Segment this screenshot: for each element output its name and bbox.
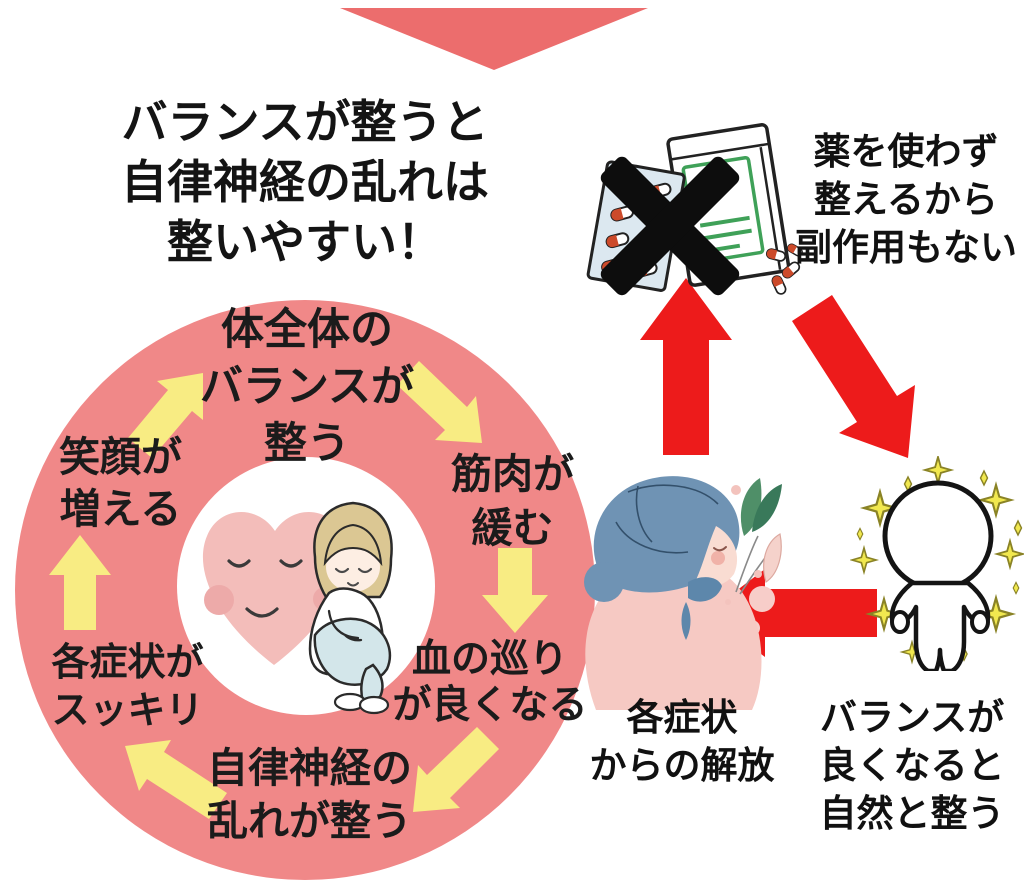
cycle-step-line: 筋肉が <box>451 450 574 498</box>
crossed-out-medicine-icon <box>586 123 805 297</box>
title-line: 自律神経の乱れは <box>121 155 489 209</box>
caption-line: バランスが <box>819 696 1005 739</box>
cycle-step-muscles-relax: 筋肉が 緩む <box>410 447 615 555</box>
note-line: 副作用もない <box>795 226 1017 269</box>
caption-line: からの解放 <box>589 744 775 787</box>
cycle-step-line: が良くなる <box>392 682 588 728</box>
cycle-step-line: 整う <box>264 419 350 469</box>
cycle-step-line: 血の巡り <box>411 636 568 682</box>
cycle-step-line: 乱れが整う <box>207 797 412 845</box>
title-line: バランスが整うと <box>121 95 489 149</box>
caption-line: 各症状 <box>626 696 738 739</box>
cycle-step-line: 体全体の <box>221 305 393 355</box>
note-line: 整えるから <box>814 178 998 221</box>
cycle-step-blood-circulation: 血の巡り が良くなる <box>380 636 600 728</box>
cycle-step-line: 増える <box>59 485 182 533</box>
cycle-step-whole-body-balance: 体全体の バランスが 整う <box>155 302 459 473</box>
red-up-arrow-icon <box>640 278 732 455</box>
cycle-step-line: 各症状が <box>51 639 204 684</box>
natural-balance-label: バランスが 良くなると 自然と整う <box>798 694 1024 838</box>
cycle-step-line: 自律神経の <box>207 744 412 792</box>
cycle-step-line: スッキリ <box>51 687 204 732</box>
no-medicine-x-icon <box>600 156 740 296</box>
heart-face-icon <box>202 512 347 665</box>
suffering-woman-icon <box>584 476 782 710</box>
caption-line: 自然と整う <box>819 792 1005 835</box>
caption-line: 良くなると <box>819 744 1005 787</box>
red-down-right-arrow-icon <box>792 295 915 458</box>
relaxed-woman-with-smiling-heart-icon <box>177 457 435 715</box>
cycle-step-line: 緩む <box>471 504 554 552</box>
note-line: 薬を使わず <box>813 130 999 173</box>
cycle-step-line: バランスが <box>199 362 415 412</box>
sitting-woman-icon <box>308 501 393 715</box>
title-line: 整いやすい！ <box>167 215 443 269</box>
cycle-step-line: 笑顔が <box>59 433 182 481</box>
cycle-step-symptoms-clear: 各症状が スッキリ <box>35 638 220 734</box>
down-triangle-icon <box>340 8 648 70</box>
sparkling-person-icon <box>851 456 1024 671</box>
symptom-release-label: 各症状 からの解放 <box>572 694 792 790</box>
cycle-step-autonomic-nerves-settle: 自律神経の 乱れが整う <box>192 742 427 848</box>
cycle-step-more-smiles: 笑顔が 増える <box>38 431 203 535</box>
no-medicine-note: 薬を使わず 整えるから 副作用もない <box>788 128 1024 272</box>
page-title: バランスが整うと 自律神経の乱れは 整いやすい！ <box>55 92 555 272</box>
